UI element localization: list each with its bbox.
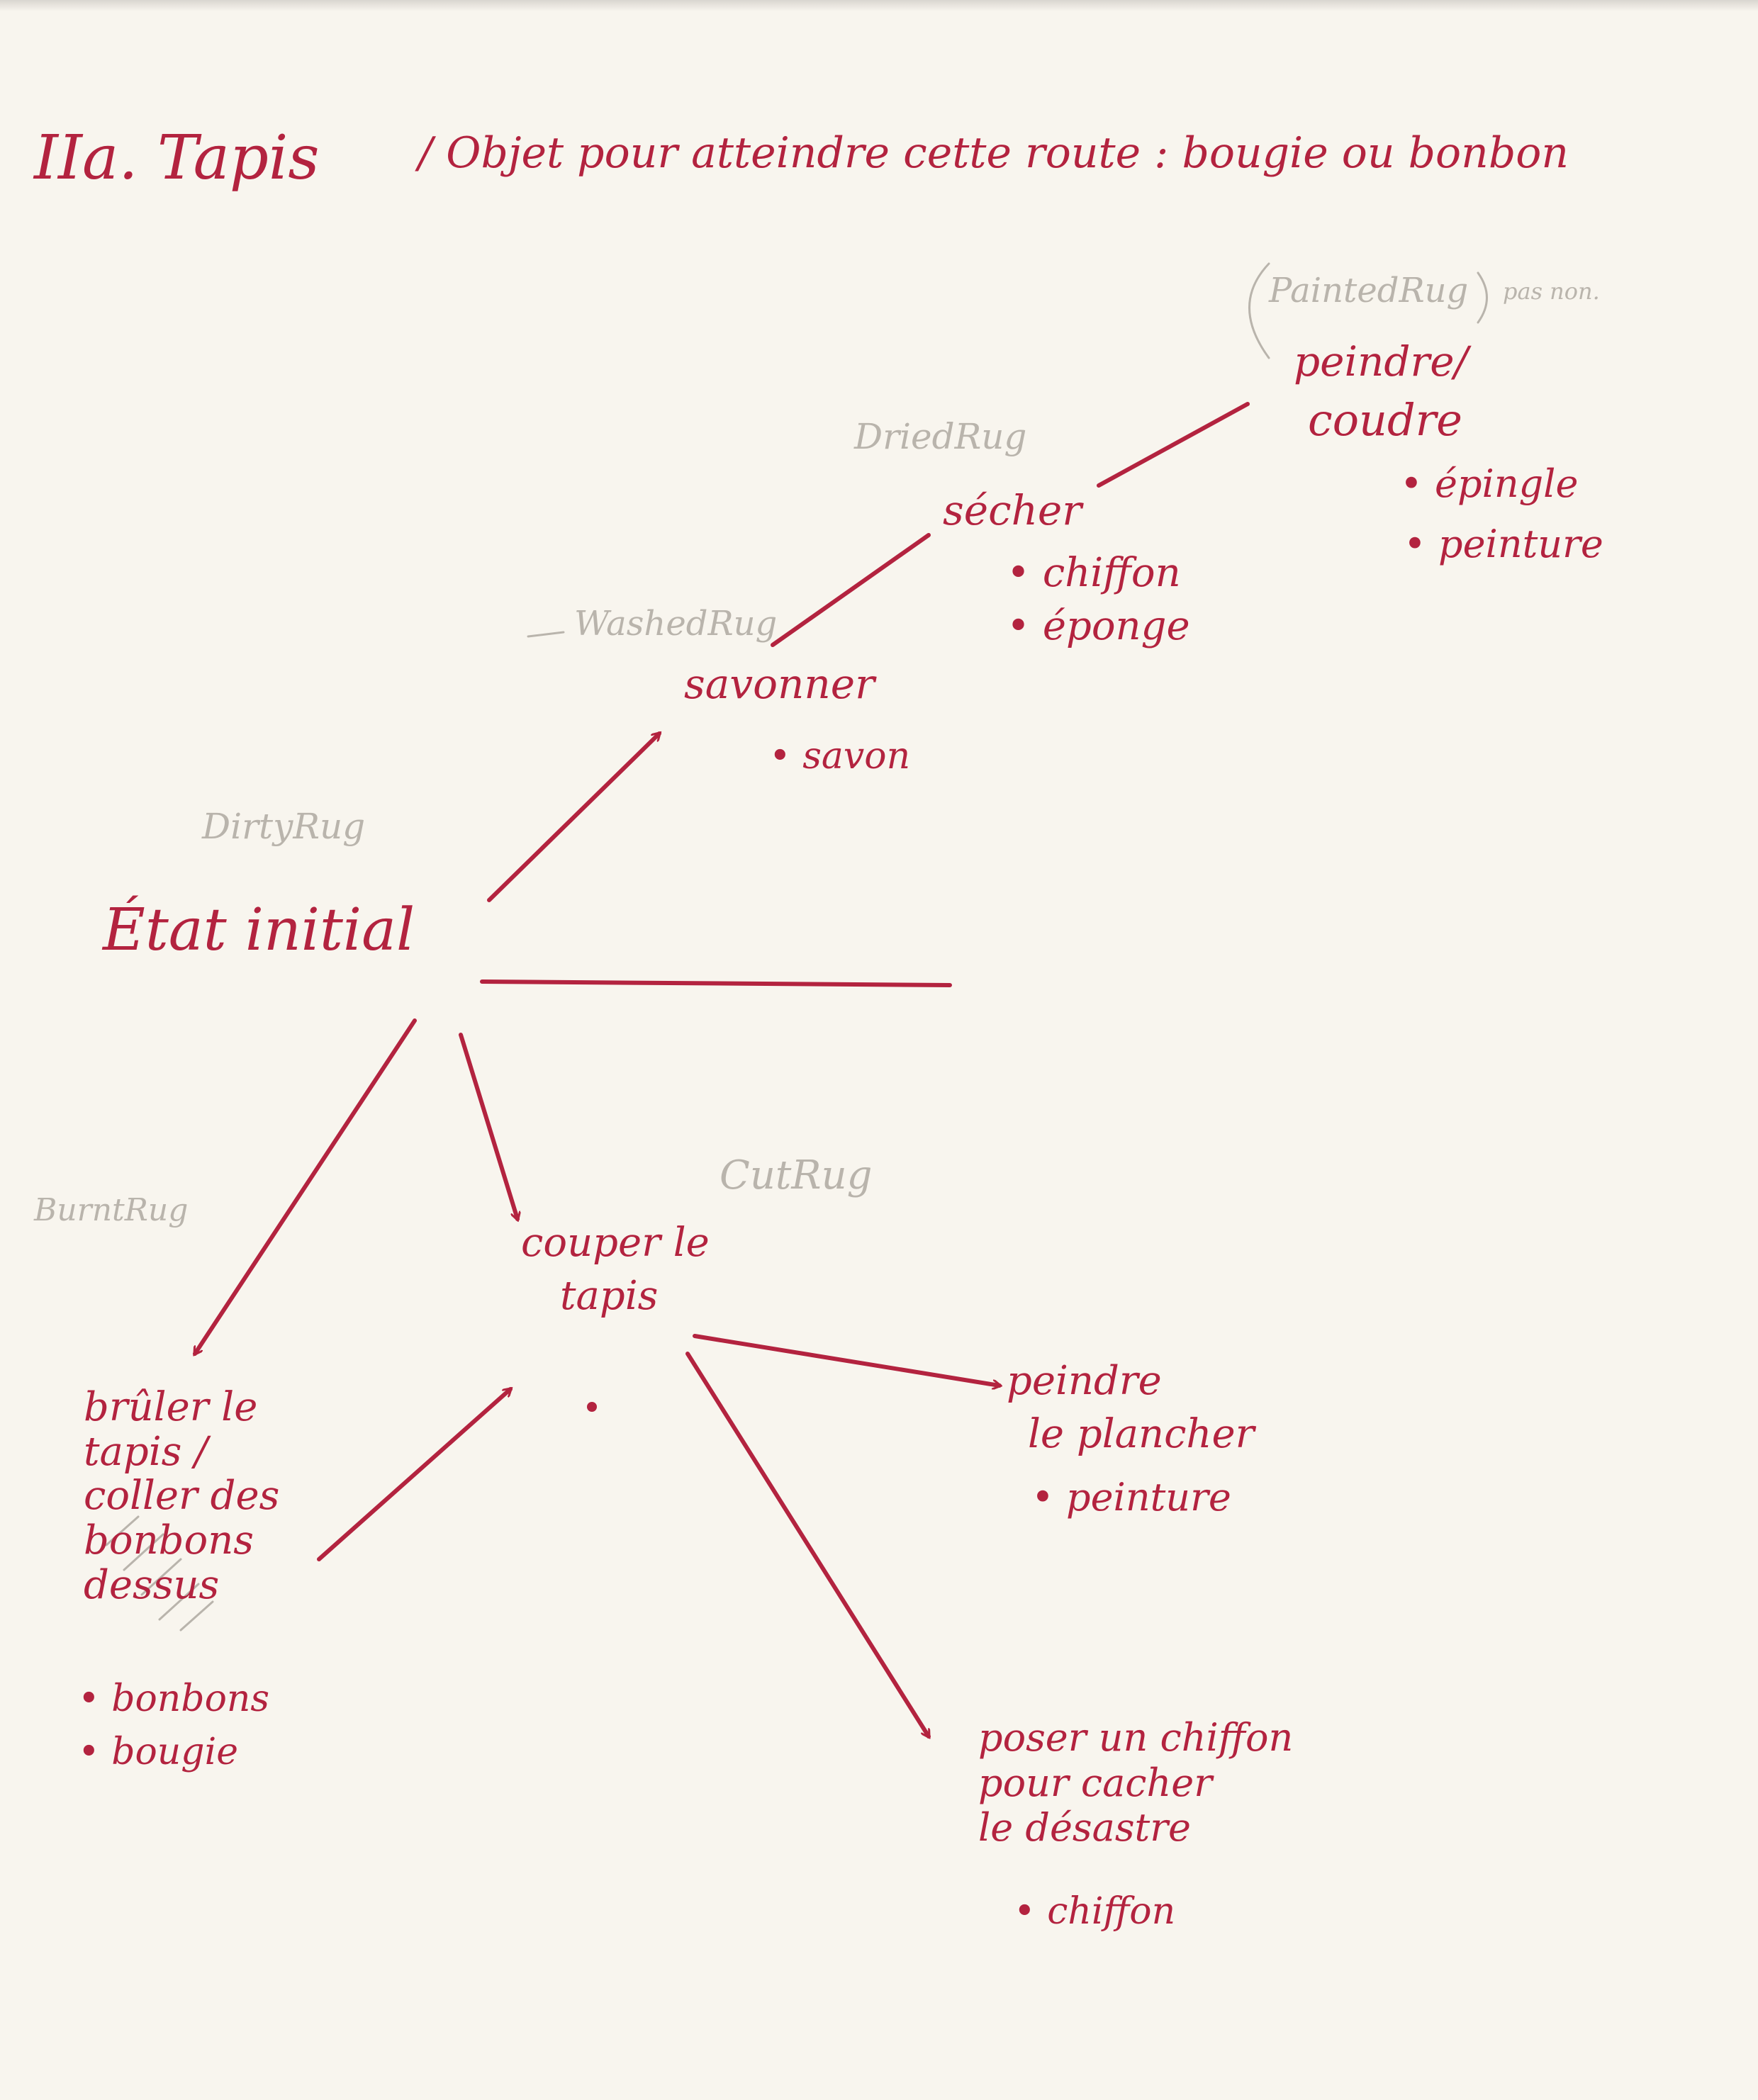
state-label-bruler: BurntRug (34, 1192, 189, 1228)
node-bruler-line3: coller des (84, 1473, 280, 1520)
pencil-arrow-washed (527, 631, 565, 638)
node-plancher-line2: le plancher (1028, 1411, 1255, 1457)
pencil-hatching (105, 1515, 214, 1632)
state-note-painted: pas non. (1503, 278, 1600, 305)
edge-secher-peindre (1097, 402, 1250, 488)
item-bonbons: bonbons (78, 1680, 269, 1719)
node-bruler-line5: dessus (84, 1561, 220, 1608)
edge-couper-plancher (693, 1334, 1000, 1386)
node-plancher-line1: peindre (1007, 1358, 1162, 1404)
node-poser-line2: pour cacher (978, 1760, 1213, 1805)
state-label-couper: CutRug (720, 1152, 873, 1198)
item-chiffon-poser: chiffon (1014, 1892, 1175, 1931)
item-chiffon-secher: chiffon (1007, 552, 1181, 595)
state-label-painted: PaintedRug (1269, 271, 1469, 310)
node-poser-line3: le désastre (978, 1805, 1192, 1851)
item-bougie: bougie (78, 1733, 238, 1772)
edge-initial-couper (459, 1033, 517, 1219)
state-label-savonner: WashedRug (574, 604, 778, 644)
node-couper-line1: couper le (521, 1220, 710, 1266)
item-peinture-coudre: peinture (1404, 524, 1603, 565)
item-savon: savon (769, 737, 910, 776)
edge-initial-horizontal (480, 979, 952, 987)
node-initial: État initial (103, 897, 415, 964)
node-poser-line1: poser un chiffon (978, 1715, 1294, 1760)
edge-bruler-couper (317, 1389, 510, 1561)
edge-couper-poser (685, 1352, 931, 1736)
node-savonner: savonner (684, 660, 875, 708)
page-subtitle: / Objet pour atteindre cette route : bou… (418, 128, 1569, 178)
node-peindre-coudre-line1: peindre/ (1294, 337, 1469, 386)
item-eponge: éponge (1007, 605, 1190, 648)
couper-empty-bullet (587, 1402, 597, 1412)
node-couper-line2: tapis (560, 1273, 659, 1319)
edge-initial-savonner (487, 734, 659, 902)
node-peindre-coudre-line2: coudre (1308, 394, 1462, 446)
item-epingle: épingle (1400, 464, 1578, 505)
node-secher: sécher (943, 486, 1082, 534)
node-bruler-line1: brûler le (84, 1384, 258, 1430)
edge-initial-bruler (193, 1018, 417, 1354)
page-title: IIa. Tapis (34, 123, 320, 193)
scan-edge (0, 0, 1758, 11)
node-bruler-line4: bonbons (84, 1517, 254, 1564)
node-bruler-line2: tapis / (84, 1428, 208, 1475)
node-bruler: brûler le tapis / coller des bonbons des… (84, 1384, 280, 1608)
pencil-bracket-right (1477, 271, 1488, 324)
item-peinture-plancher: peinture (1031, 1477, 1231, 1518)
node-poser: poser un chiffon pour cacher le désastre (978, 1715, 1293, 1851)
edge-savonner-secher (771, 533, 931, 647)
state-label-initial: DirtyRug (202, 806, 366, 847)
pencil-bracket-left (1248, 262, 1270, 359)
state-label-secher: DriedRug (854, 416, 1027, 457)
